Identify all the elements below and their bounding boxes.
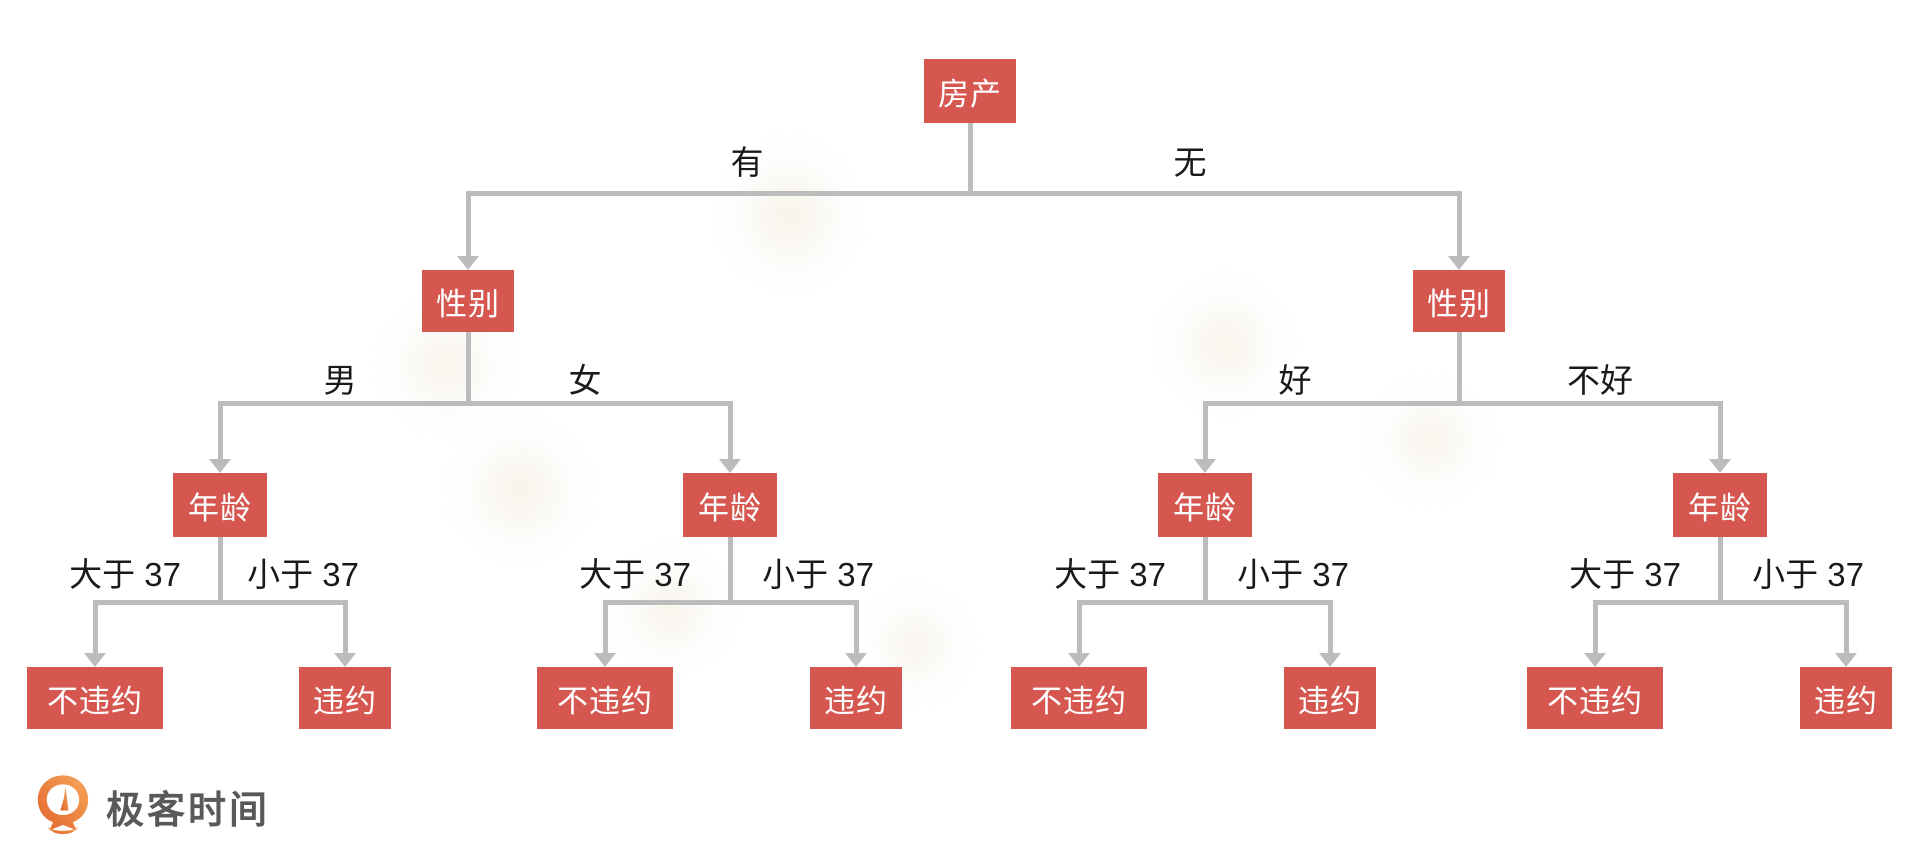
edge-line-vertical — [217, 535, 223, 602]
arrowhead-down-icon — [1319, 653, 1341, 667]
edge-line-vertical — [1202, 403, 1208, 463]
edge-label-age4-leaf7: 大于 37 — [1569, 556, 1681, 593]
tree-node-leaf7: 不违约 — [1527, 667, 1663, 729]
edge-line-horizontal — [1592, 599, 1849, 605]
edge-label-root-sexL: 有 — [730, 144, 764, 181]
edge-line-vertical — [853, 602, 859, 657]
arrowhead-down-icon — [334, 653, 356, 667]
arrowhead-down-icon — [457, 256, 479, 270]
edge-line-horizontal — [92, 599, 348, 605]
edge-line-vertical — [342, 602, 348, 657]
tree-node-sexR: 性别 — [1413, 270, 1505, 332]
edge-line-vertical — [1456, 330, 1462, 403]
edge-line-horizontal — [1076, 599, 1333, 605]
edge-label-sexR-age3: 好 — [1278, 362, 1312, 399]
edge-label-root-sexR: 无 — [1173, 144, 1207, 181]
arrowhead-down-icon — [845, 653, 867, 667]
edge-label-age2-leaf3: 大于 37 — [579, 556, 691, 593]
tree-node-leaf1: 不违约 — [27, 667, 163, 729]
edge-label-age1-leaf2: 小于 37 — [247, 556, 359, 593]
edge-line-vertical — [1717, 535, 1723, 602]
tree-node-leaf3: 不违约 — [537, 667, 673, 729]
edge-line-vertical — [1717, 403, 1723, 463]
edge-line-vertical — [602, 602, 608, 657]
edge-line-vertical — [1202, 535, 1208, 602]
tree-node-sexL: 性别 — [422, 270, 514, 332]
edge-line-horizontal — [602, 599, 859, 605]
arrowhead-down-icon — [1835, 653, 1857, 667]
tree-node-leaf5: 不违约 — [1011, 667, 1147, 729]
geektime-logo: 极客时间 — [36, 774, 270, 838]
arrowhead-down-icon — [209, 459, 231, 473]
edge-line-horizontal — [217, 400, 733, 406]
arrowhead-down-icon — [719, 459, 741, 473]
tree-node-leaf8: 违约 — [1800, 667, 1892, 729]
edge-line-vertical — [967, 121, 973, 193]
edge-line-vertical — [1456, 193, 1462, 260]
tree-node-age4: 年龄 — [1673, 473, 1767, 537]
geektime-logo-text: 极客时间 — [106, 789, 271, 832]
tree-node-age2: 年龄 — [683, 473, 777, 537]
arrowhead-down-icon — [1584, 653, 1606, 667]
tree-node-leaf2: 违约 — [299, 667, 391, 729]
edge-label-age3-leaf6: 小于 37 — [1237, 556, 1349, 593]
edge-line-horizontal — [1202, 400, 1723, 406]
tree-node-age1: 年龄 — [173, 473, 267, 537]
edge-line-vertical — [727, 403, 733, 463]
edge-line-vertical — [1076, 602, 1082, 657]
arrowhead-down-icon — [594, 653, 616, 667]
edge-line-vertical — [1843, 602, 1849, 657]
edge-line-vertical — [92, 602, 98, 657]
arrowhead-down-icon — [1709, 459, 1731, 473]
edge-label-sexL-age2: 女 — [568, 362, 602, 399]
edge-line-vertical — [727, 535, 733, 602]
edge-line-vertical — [217, 403, 223, 463]
tree-node-leaf4: 违约 — [810, 667, 902, 729]
tree-node-age3: 年龄 — [1158, 473, 1252, 537]
arrowhead-down-icon — [84, 653, 106, 667]
tree-node-leaf6: 违约 — [1284, 667, 1376, 729]
edge-line-vertical — [465, 193, 471, 260]
edge-line-vertical — [1592, 602, 1598, 657]
edge-label-age2-leaf4: 小于 37 — [762, 556, 874, 593]
edge-label-age4-leaf8: 小于 37 — [1752, 556, 1864, 593]
arrowhead-down-icon — [1068, 653, 1090, 667]
edge-label-age1-leaf1: 大于 37 — [69, 556, 181, 593]
edge-line-vertical — [465, 330, 471, 403]
edge-label-age3-leaf5: 大于 37 — [1054, 556, 1166, 593]
edge-label-sexR-age4: 不好 — [1567, 362, 1633, 399]
tree-node-root: 房产 — [924, 59, 1016, 123]
edge-label-sexL-age1: 男 — [323, 362, 357, 399]
arrowhead-down-icon — [1194, 459, 1216, 473]
geektime-logo-icon — [37, 775, 89, 835]
edge-line-horizontal — [465, 190, 1462, 196]
edge-line-vertical — [1327, 602, 1333, 657]
arrowhead-down-icon — [1448, 256, 1470, 270]
